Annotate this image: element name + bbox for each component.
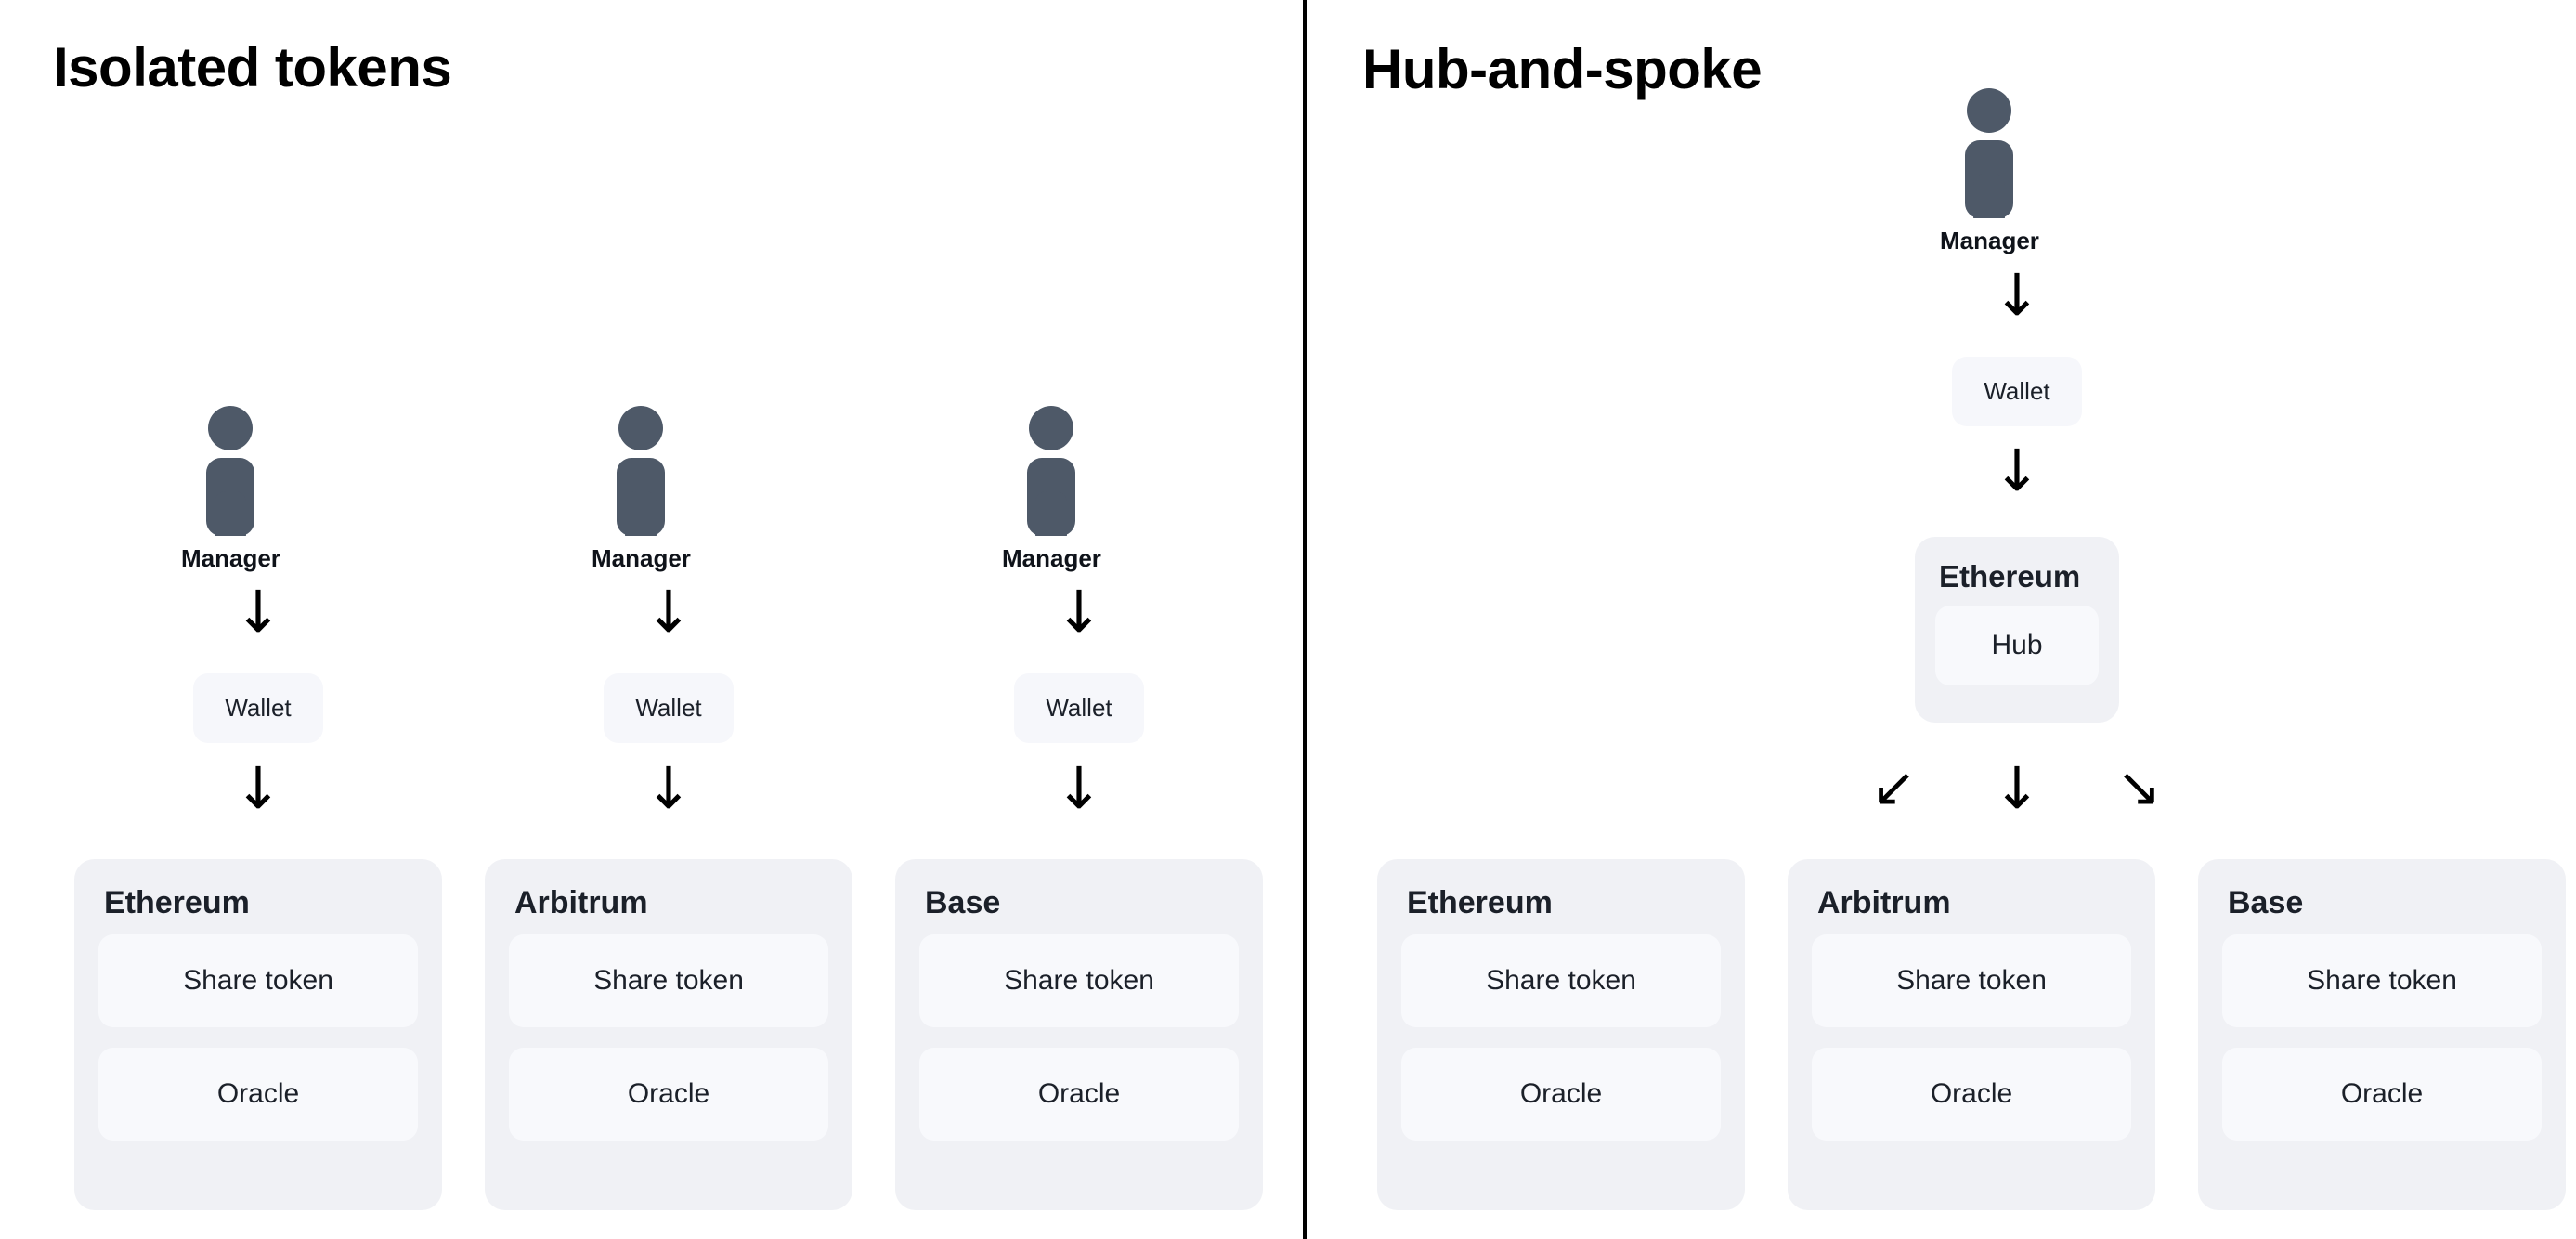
arrow-spoke-left: ↙ (1871, 755, 1917, 818)
actor-label: Manager (1940, 227, 2039, 254)
person-icon (206, 406, 255, 536)
chain-card-title: Ethereum (1939, 559, 2081, 593)
actor-manager-hub: Manager (1940, 88, 2039, 255)
chain-card-title: Ethereum (1407, 885, 1553, 920)
panel-hub-and-spoke: Hub-and-spoke Manager ↓ Wallet ↓ Ethereu… (1305, 0, 2576, 1239)
arrow-wallet-to-chain: ↓ (234, 754, 282, 822)
arrow-wallet-to-chain: ↓ (644, 754, 693, 822)
chain-card-title: Base (2228, 885, 2304, 920)
chain-slot-oracle: Oracle (919, 1048, 1239, 1141)
actor-manager-arbitrum: Manager (592, 406, 691, 573)
chain-card-spoke-base: Base Share token Oracle (2198, 859, 2566, 1210)
wallet-pill-ethereum: Wallet (193, 673, 323, 743)
person-icon (1027, 406, 1076, 536)
page-title-isolated: Isolated tokens (53, 36, 452, 98)
wallet-label: Wallet (635, 694, 702, 722)
chain-card-hub-ethereum: Ethereum Hub (1915, 537, 2119, 723)
person-icon (1965, 88, 2014, 218)
chain-slot-oracle: Oracle (98, 1048, 418, 1141)
panel-divider (1303, 0, 1307, 1239)
arrow-manager-to-wallet: ↓ (234, 578, 282, 646)
actor-manager-ethereum: Manager (181, 406, 280, 573)
arrow-spoke-center: ↓ (1993, 754, 2041, 822)
chain-card-ethereum: Ethereum Share token Oracle (74, 859, 442, 1210)
chain-card-title: Base (925, 885, 1001, 920)
chain-slot-share-token: Share token (98, 934, 418, 1027)
arrow-manager-to-wallet: ↓ (1993, 261, 2041, 329)
arrow-wallet-to-chain: ↓ (1055, 754, 1103, 822)
chain-slot-oracle: Oracle (509, 1048, 828, 1141)
wallet-label: Wallet (225, 694, 292, 722)
arrow-manager-to-wallet: ↓ (644, 578, 693, 646)
actor-label: Manager (592, 544, 691, 572)
arrow-manager-to-wallet: ↓ (1055, 578, 1103, 646)
chain-slot-share-token: Share token (1812, 934, 2131, 1027)
chain-slot-share-token: Share token (509, 934, 828, 1027)
wallet-label: Wallet (1046, 694, 1112, 722)
wallet-pill-base: Wallet (1014, 673, 1144, 743)
chain-card-spoke-arbitrum: Arbitrum Share token Oracle (1788, 859, 2155, 1210)
chain-card-spoke-ethereum: Ethereum Share token Oracle (1377, 859, 1745, 1210)
chain-slot-share-token: Share token (2222, 934, 2542, 1027)
chain-slot-oracle: Oracle (1401, 1048, 1721, 1141)
arrow-spoke-right: ↘ (2116, 755, 2162, 818)
chain-slot-oracle: Oracle (1812, 1048, 2131, 1141)
actor-manager-base: Manager (1002, 406, 1101, 573)
chain-card-arbitrum: Arbitrum Share token Oracle (485, 859, 852, 1210)
chain-card-title: Ethereum (104, 885, 250, 920)
chain-slot-hub: Hub (1935, 606, 2099, 685)
actor-label: Manager (181, 544, 280, 572)
arrow-wallet-to-hub: ↓ (1993, 437, 2041, 504)
wallet-label: Wallet (1984, 377, 2050, 405)
wallet-pill-hub: Wallet (1952, 357, 2082, 426)
chain-card-title: Arbitrum (514, 885, 648, 920)
chain-card-title: Arbitrum (1817, 885, 1951, 920)
chain-card-base: Base Share token Oracle (895, 859, 1263, 1210)
chain-slot-oracle: Oracle (2222, 1048, 2542, 1141)
actor-label: Manager (1002, 544, 1101, 572)
page-title-hub: Hub-and-spoke (1362, 38, 1763, 100)
chain-slot-share-token: Share token (1401, 934, 1721, 1027)
person-icon (617, 406, 666, 536)
wallet-pill-arbitrum: Wallet (604, 673, 734, 743)
chain-slot-share-token: Share token (919, 934, 1239, 1027)
panel-isolated-tokens: Isolated tokens Manager ↓ Wallet ↓ Ether… (53, 36, 1263, 1210)
